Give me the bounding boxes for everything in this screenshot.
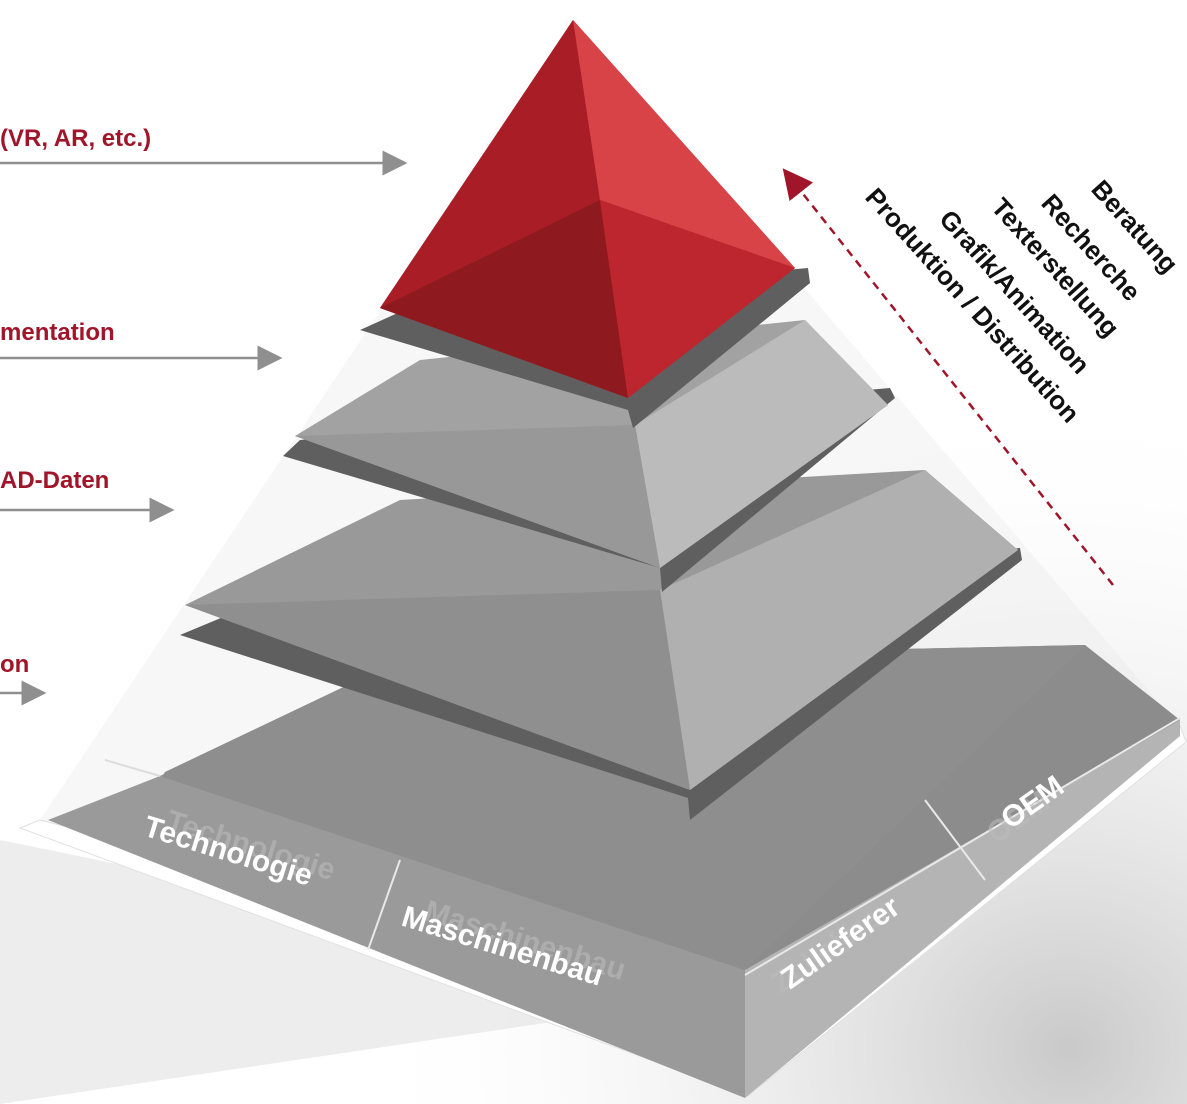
label-cad-daten: AD-Daten [0,467,109,494]
background-shadow [0,840,700,1104]
layer-4 [48,645,1180,1098]
left-labels: (VR, AR, etc.) mentation AD-Daten on [0,125,408,706]
top-pyramid [380,20,795,398]
layer-2 [295,320,888,568]
label-on: on [0,651,29,678]
label-mentation: mentation [0,319,115,346]
label-vr-ar: (VR, AR, etc.) [0,125,151,152]
services-arrow [782,168,1114,586]
base-dividers [367,717,1181,976]
layer-3 [185,470,1018,790]
